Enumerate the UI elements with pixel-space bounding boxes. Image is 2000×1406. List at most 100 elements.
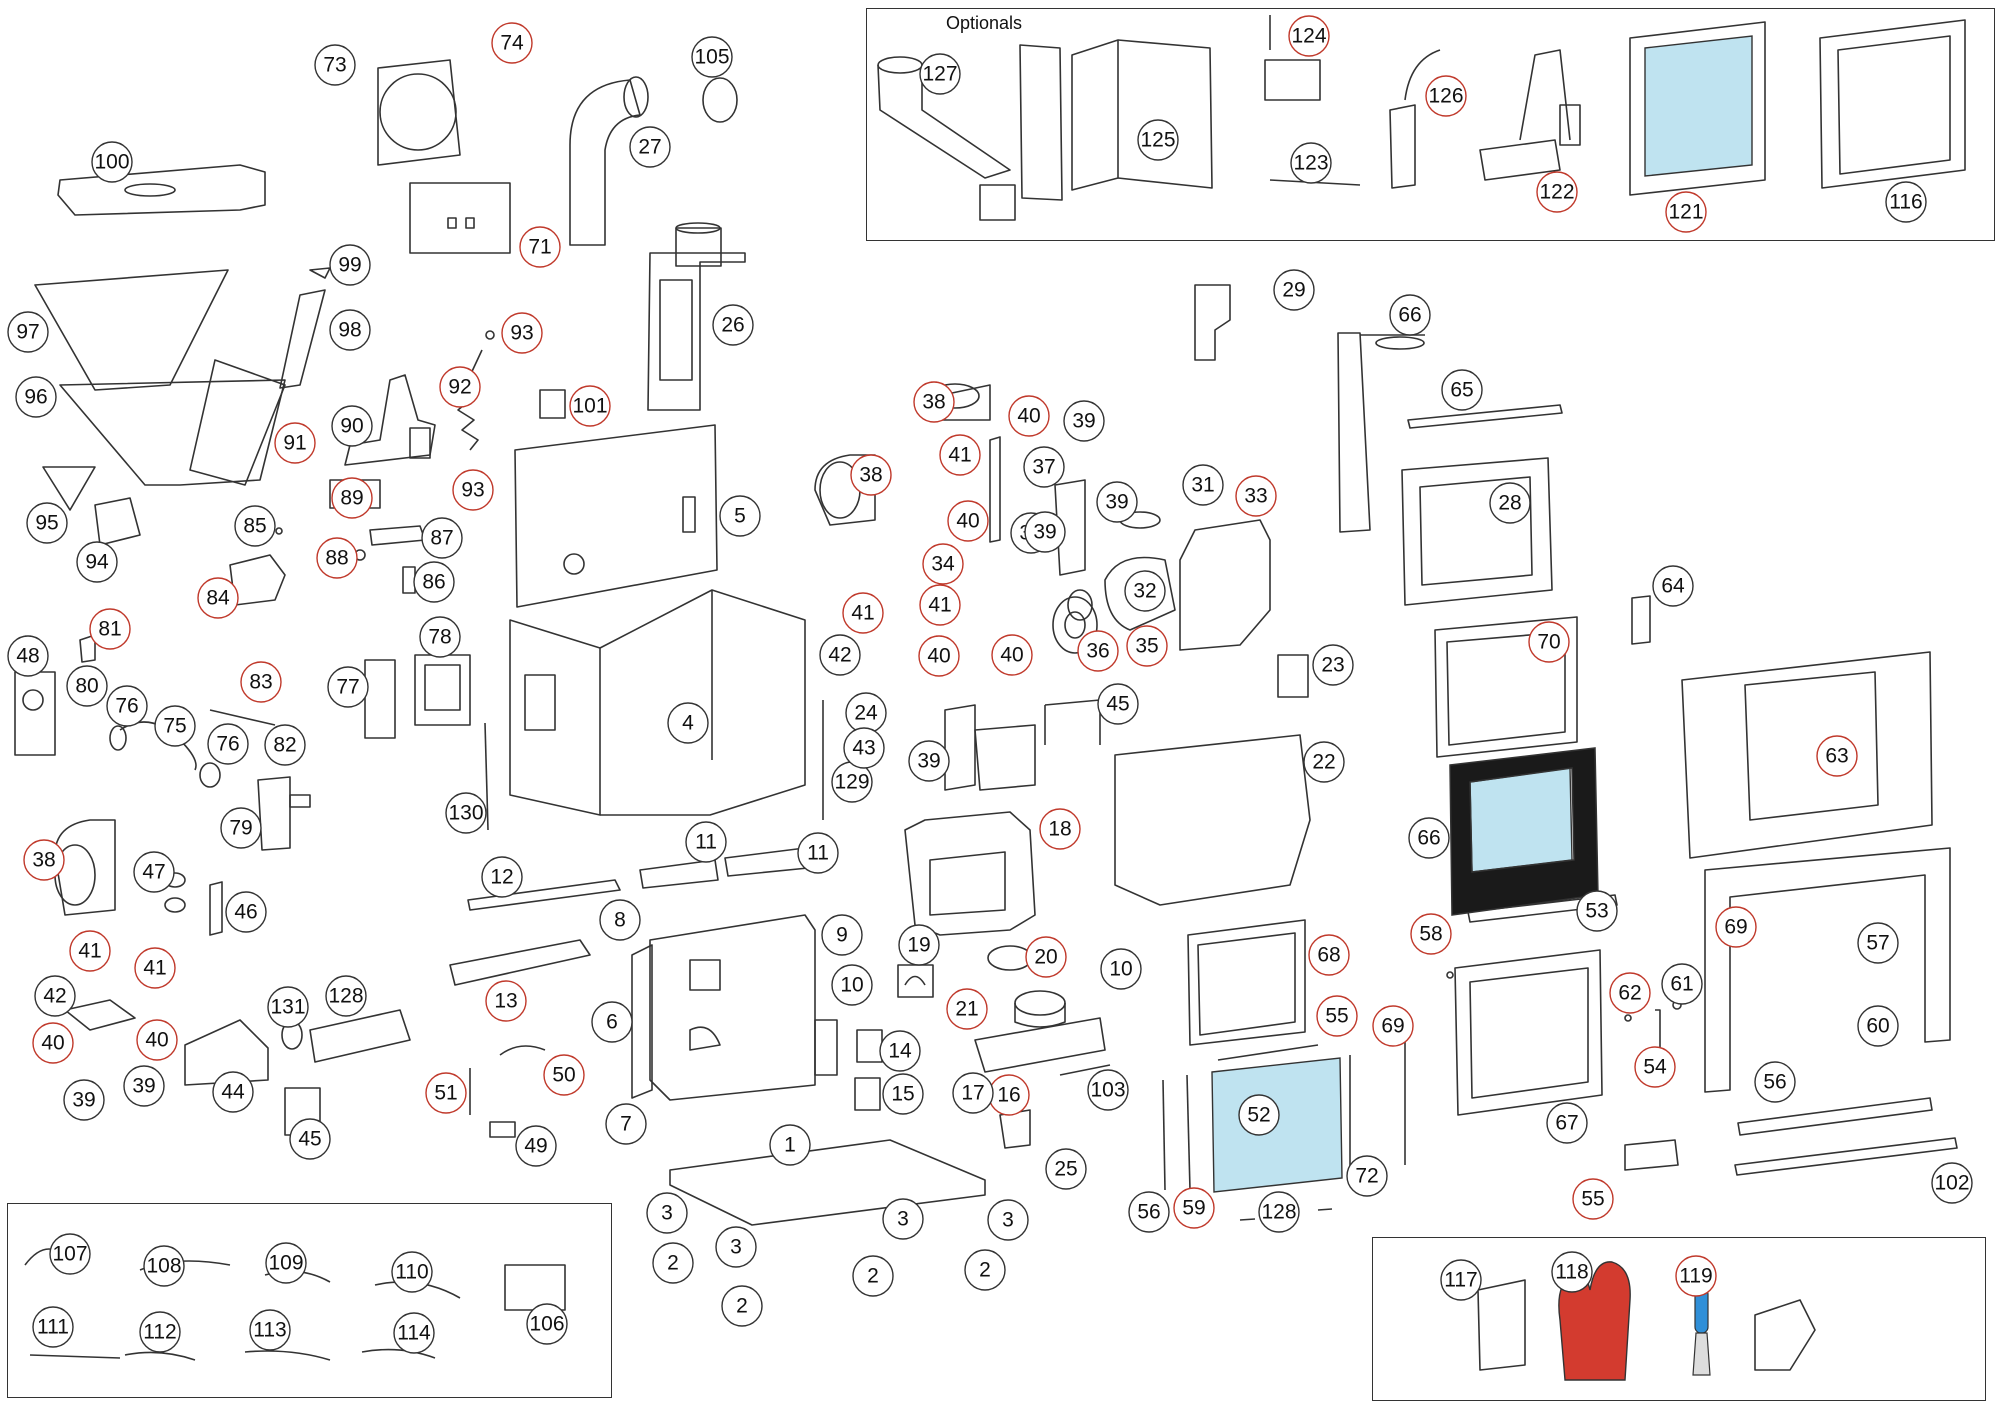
callout-75: 75 xyxy=(154,705,196,747)
callout-circle xyxy=(599,899,641,941)
callout-number: 8 xyxy=(614,909,626,932)
callout-number: 51 xyxy=(434,1082,457,1105)
part-frame-65 xyxy=(1401,457,1553,606)
callout-circle xyxy=(1536,171,1578,213)
callout-number: 131 xyxy=(270,996,305,1019)
callout-number: 41 xyxy=(851,602,874,625)
callout-19: 19 xyxy=(898,924,940,966)
callout-circle xyxy=(1096,481,1138,523)
callout-number: 38 xyxy=(922,391,945,414)
callout-circle xyxy=(964,1249,1006,1291)
callout-number: 107 xyxy=(52,1243,87,1266)
callout-number: 11 xyxy=(807,842,829,865)
callout-circle xyxy=(1346,1155,1388,1197)
callout-circle xyxy=(918,635,960,677)
callout-55: 55 xyxy=(1572,1178,1614,1220)
callout-circle xyxy=(225,891,267,933)
callout-number: 55 xyxy=(1581,1188,1604,1211)
callout-number: 39 xyxy=(72,1089,95,1112)
callout-number: 78 xyxy=(428,626,451,649)
callout-40: 40 xyxy=(136,1019,178,1061)
callout-circle xyxy=(1609,972,1651,1014)
callout-114: 114 xyxy=(393,1312,435,1354)
callout-number: 3 xyxy=(730,1236,742,1259)
callout-circle xyxy=(7,311,49,353)
part-grilles xyxy=(639,847,809,889)
callout-39: 39 xyxy=(1096,481,1138,523)
callout-number: 64 xyxy=(1661,575,1685,598)
callout-number: 77 xyxy=(336,676,359,699)
callout-number: 92 xyxy=(448,376,471,399)
callout-number: 86 xyxy=(422,571,445,594)
callout-circle xyxy=(274,422,316,464)
callout-78: 78 xyxy=(419,616,461,658)
callout-44: 44 xyxy=(212,1071,254,1113)
callout-71: 71 xyxy=(519,226,561,268)
callout-number: 44 xyxy=(221,1081,245,1104)
callout-122: 122 xyxy=(1536,171,1578,213)
callout-58: 58 xyxy=(1410,913,1452,955)
callout-circle xyxy=(91,141,133,183)
callout-number: 82 xyxy=(273,734,296,757)
callout-circle xyxy=(1124,570,1166,612)
callout-number: 56 xyxy=(1137,1201,1160,1224)
part-door-52 xyxy=(1454,949,1603,1116)
callout-3: 3 xyxy=(646,1192,688,1234)
callout-number: 41 xyxy=(948,444,971,467)
callout-107: 107 xyxy=(49,1233,91,1275)
callout-number: 125 xyxy=(1140,129,1175,152)
callout-number: 68 xyxy=(1317,944,1340,967)
callout-number: 52 xyxy=(1247,1104,1270,1127)
callout-number: 40 xyxy=(145,1029,168,1052)
callout-circle xyxy=(515,1125,557,1167)
callout-number: 54 xyxy=(1643,1056,1667,1079)
callout-2: 2 xyxy=(652,1242,694,1284)
callout-number: 38 xyxy=(859,464,882,487)
callout-number: 16 xyxy=(997,1084,1020,1107)
callout-number: 63 xyxy=(1825,745,1848,768)
callout-64: 64 xyxy=(1652,565,1694,607)
callout-105: 105 xyxy=(691,36,733,78)
callout-number: 28 xyxy=(1498,492,1521,515)
callout-circle xyxy=(34,975,76,1017)
callout-53: 53 xyxy=(1576,890,1618,932)
callout-circle xyxy=(1316,995,1358,1037)
callout-126: 126 xyxy=(1425,75,1467,117)
callout-circle xyxy=(421,517,463,559)
callout-number: 2 xyxy=(979,1259,991,1282)
callout-circle xyxy=(1087,1069,1129,1111)
part-hose-128 xyxy=(309,1009,411,1063)
callout-83: 83 xyxy=(240,661,282,703)
callout-number: 95 xyxy=(35,512,58,535)
callout-circle xyxy=(265,1242,307,1284)
callout-circle xyxy=(1857,922,1899,964)
callout-41: 41 xyxy=(842,592,884,634)
callout-circle xyxy=(526,1303,568,1345)
part-flue-rod xyxy=(1337,332,1371,533)
callout-number: 11 xyxy=(695,831,717,854)
callout-39: 39 xyxy=(908,740,950,782)
accessories-box xyxy=(1372,1237,1986,1401)
callout-number: 9 xyxy=(836,924,848,947)
callout-number: 60 xyxy=(1866,1015,1889,1038)
callout-8: 8 xyxy=(599,899,641,941)
callout-number: 24 xyxy=(854,702,878,725)
callout-90: 90 xyxy=(331,405,373,447)
callout-number: 35 xyxy=(1135,635,1158,658)
callout-124: 124 xyxy=(1288,15,1330,57)
callout-number: 118 xyxy=(1555,1261,1588,1284)
callout-circle xyxy=(331,405,373,447)
callout-circle xyxy=(591,1001,633,1043)
callout-number: 110 xyxy=(395,1261,428,1284)
callout-49: 49 xyxy=(515,1125,557,1167)
callout-4: 4 xyxy=(667,702,709,744)
callout-29: 29 xyxy=(1273,269,1315,311)
part-side-panel xyxy=(514,424,718,608)
callout-number: 87 xyxy=(430,527,453,550)
callout-number: 33 xyxy=(1244,485,1267,508)
callout-57: 57 xyxy=(1857,922,1899,964)
callout-42: 42 xyxy=(34,975,76,1017)
callout-circle xyxy=(1576,890,1618,932)
callout-101: 101 xyxy=(569,385,611,427)
callout-number: 71 xyxy=(528,236,551,259)
